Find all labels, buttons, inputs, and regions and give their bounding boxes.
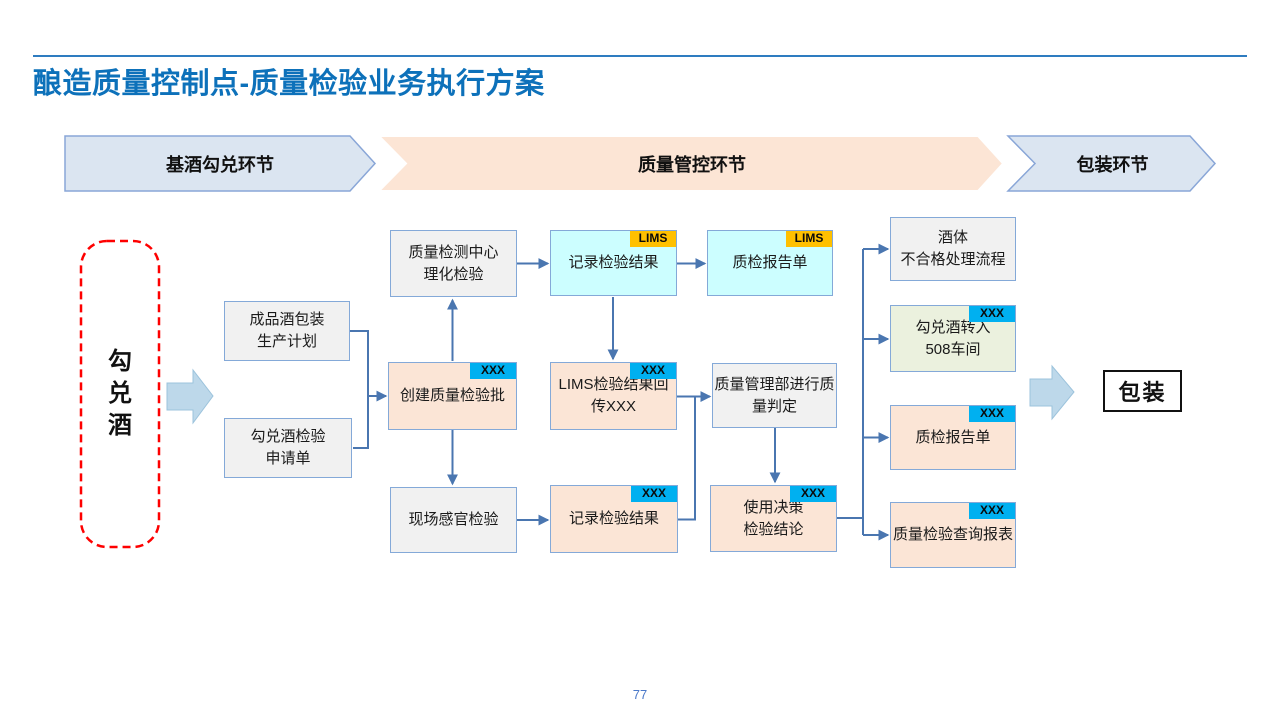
system-tag-lims: LIMS bbox=[786, 231, 832, 247]
node-label: 质量管理部进行质 量判定 bbox=[714, 375, 835, 415]
system-tag-xxx: XXX bbox=[470, 363, 516, 379]
node-inspection-report-lims: LIMS 质检报告单 bbox=[707, 230, 833, 296]
node-label: 使用决策 检验结论 bbox=[743, 498, 804, 538]
system-tag-xxx: XXX bbox=[790, 486, 836, 502]
node-label: 勾兑酒转入 508车间 bbox=[915, 318, 991, 358]
source-dashed-outline bbox=[79, 239, 161, 549]
node-label: 记录检验结果 bbox=[568, 510, 659, 528]
system-tag-xxx: XXX bbox=[969, 306, 1015, 322]
node-label: 记录检验结果 bbox=[568, 254, 659, 272]
source-blended-wine: 勾兑酒 bbox=[81, 241, 159, 547]
node-create-quality-inspection-batch: XXX 创建质量检验批 bbox=[388, 362, 517, 430]
node-transfer-to-workshop-508: XXX 勾兑酒转入 508车间 bbox=[890, 305, 1016, 372]
node-label: 现场感官检验 bbox=[408, 511, 499, 529]
node-lims-results-return: XXX LIMS检验结果回 传XXX bbox=[550, 362, 677, 430]
node-record-test-results: XXX 记录检验结果 bbox=[550, 485, 678, 553]
node-usage-decision-conclusion: XXX 使用决策 检验结论 bbox=[710, 485, 837, 552]
node-quality-inspection-query-report: XXX 质量检验查询报表 bbox=[890, 502, 1016, 568]
node-inspection-report: XXX 质检报告单 bbox=[890, 405, 1016, 470]
slide-title: 酿造质量控制点-质量检验业务执行方案 bbox=[33, 68, 545, 100]
stage-banner-shapes bbox=[64, 135, 1217, 192]
node-label: 酒体 不合格处理流程 bbox=[900, 229, 1006, 268]
end-box-label: 包装 bbox=[1118, 380, 1167, 405]
packaging-end-box: 包装 bbox=[1103, 370, 1182, 412]
node-label: 勾兑酒检验 申请单 bbox=[250, 428, 326, 467]
source-label-text: 勾兑酒 bbox=[108, 348, 132, 439]
node-label: 质量检验查询报表 bbox=[892, 526, 1013, 544]
node-finished-wine-packaging-plan: 成品酒包装 生产计划 bbox=[224, 301, 350, 361]
connector-inputs-merge bbox=[350, 330, 369, 449]
stage-banner-shape-packaging bbox=[1006, 135, 1217, 192]
node-unqualified-wine-process: 酒体 不合格处理流程 bbox=[890, 217, 1016, 281]
stage-banner-packaging: 包装环节 bbox=[1076, 154, 1149, 175]
connector-record-xxx-merge bbox=[678, 397, 696, 521]
node-label: 创建质量检验批 bbox=[399, 387, 505, 405]
node-blended-wine-inspection-request: 勾兑酒检验 申请单 bbox=[224, 418, 352, 478]
node-record-test-results-lims: LIMS 记录检验结果 bbox=[550, 230, 677, 296]
header-divider bbox=[33, 55, 1247, 57]
system-tag-xxx: XXX bbox=[969, 503, 1015, 519]
block-arrow-source-icon bbox=[166, 368, 214, 425]
node-label: 质检报告单 bbox=[732, 254, 808, 272]
connector-decision-distributor bbox=[837, 249, 864, 535]
flow-connectors bbox=[350, 243, 890, 541]
stage-banner-blending: 基酒勾兑环节 bbox=[166, 154, 274, 175]
system-tag-xxx: XXX bbox=[630, 363, 676, 379]
node-quality-dept-judgment: 质量管理部进行质 量判定 bbox=[712, 363, 837, 428]
node-quality-center-physicochemical-test: 质量检测中心 理化检验 bbox=[390, 230, 517, 297]
block-arrow-packaging-icon bbox=[1029, 364, 1075, 421]
stage-banner-shape-quality-control bbox=[376, 135, 1005, 192]
system-tag-xxx: XXX bbox=[631, 486, 677, 502]
node-label: 质检报告单 bbox=[915, 428, 991, 446]
node-label: 质量检测中心 理化检验 bbox=[408, 243, 499, 283]
stage-banner-quality-control: 质量管控环节 bbox=[638, 154, 746, 175]
system-tag-xxx: XXX bbox=[969, 406, 1015, 422]
node-label: LIMS检验结果回 传XXX bbox=[558, 376, 669, 415]
system-tag-lims: LIMS bbox=[630, 231, 676, 247]
page-number: 77 bbox=[632, 687, 648, 702]
node-label: 成品酒包装 生产计划 bbox=[249, 311, 325, 350]
stage-banner-shape-blending bbox=[64, 135, 377, 192]
node-onsite-sensory-test: 现场感官检验 bbox=[390, 487, 517, 553]
